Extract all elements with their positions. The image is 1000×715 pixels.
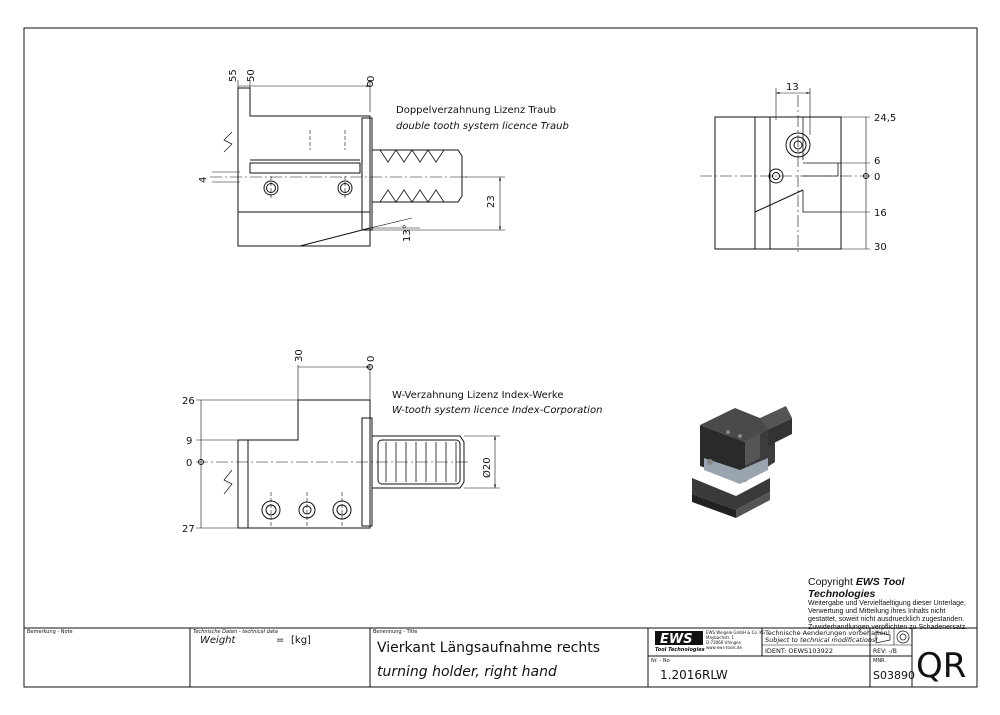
end-dim-16: 16 <box>874 208 887 219</box>
weight-eq: = <box>276 635 284 646</box>
copyright-heading: Copyright EWS Tool Technologies <box>808 576 973 600</box>
side-note-de: W-Verzahnung Lizenz Index-Werke <box>392 390 564 401</box>
top-view <box>210 80 505 247</box>
top-note-de: Doppelverzahnung Lizenz Traub <box>396 105 556 116</box>
remark-label: Bemerkung - Note <box>27 629 73 635</box>
top-dim-23: 23 <box>486 195 497 208</box>
part-number: 1.2016RLW <box>660 668 728 682</box>
top-note-en: double tooth system licence Traub <box>396 121 569 132</box>
logo-text: EWS <box>660 632 693 647</box>
end-view-dimensions: 13 24,5 6 0 16 30 <box>786 82 896 253</box>
address-1: EWS Weigele GmbH & Co. KG <box>706 630 765 635</box>
title-label: Benennung - Title <box>373 629 417 635</box>
side-dim-26: 26 <box>182 396 195 407</box>
top-view-dimensions: 55 50 0 4 23 13° Doppelverzahnung Lizenz… <box>198 69 569 242</box>
copyright-line: Zuwiderhandlungen verpflichten zu Schade… <box>808 624 968 631</box>
qr-code-label: QR <box>916 646 966 686</box>
top-dim-55: 55 <box>228 69 239 82</box>
end-dim-6: 6 <box>874 156 880 167</box>
mnr-number: S03890 <box>873 669 915 682</box>
side-note-en: W-tooth system licence Index-Corporation <box>392 405 602 416</box>
drawing-frame <box>23 27 978 688</box>
title-en: turning holder, right hand <box>377 664 557 680</box>
end-dim-13: 13 <box>786 82 799 93</box>
side-dim-30: 30 <box>294 349 305 362</box>
mnr-label: MNR. <box>873 658 886 664</box>
side-view <box>196 364 500 529</box>
title-block <box>24 627 977 687</box>
ews-logo <box>655 631 703 645</box>
copyright-prefix: Copyright <box>808 576 853 588</box>
end-view <box>700 88 870 255</box>
address-2: Maybachstr. 1 <box>706 635 734 640</box>
address-3: D-73066 Uhingen <box>706 640 742 645</box>
rev: REV: -/B <box>873 648 897 655</box>
side-dim-diameter: Ø20 <box>481 457 493 478</box>
copyright-line: Verwertung und Mitteilung ihres Inhalts … <box>808 608 946 615</box>
isometric-product-image <box>692 406 792 518</box>
side-dim-9: 9 <box>186 436 192 447</box>
title-de: Vierkant Längsaufnahme rechts <box>377 640 600 656</box>
top-dim-4: 4 <box>198 177 209 183</box>
side-dim-0: 0 <box>366 356 377 362</box>
logo-sub: Tool Technologies <box>655 647 705 653</box>
copyright-line: gestattet, soweit nicht ausdruecklich zu… <box>808 616 965 623</box>
copyright-notice: Copyright EWS Tool Technologies Weiterga… <box>808 576 973 632</box>
top-dim-0: 0 <box>366 76 377 82</box>
change-en: Subject to technical modifications! <box>765 636 878 644</box>
weight-label: Weight <box>200 635 237 646</box>
address-4: www.ews-tools.de <box>706 645 742 650</box>
side-dim-0-left: 0 <box>186 458 192 469</box>
change-de: Technische Aenderungen vorbehalten! <box>764 629 890 637</box>
copyright-line: Weitergabe und Vervielfaeltigung dieser … <box>808 600 966 607</box>
top-angle-13: 13° <box>402 224 413 242</box>
side-dim-27: 27 <box>182 524 195 535</box>
top-dim-50: 50 <box>246 69 257 82</box>
ident: IDENT: OEWS103922 <box>765 647 833 655</box>
title-block-text: Bemerkung - Note Technische Daten - tech… <box>27 629 966 686</box>
number-label: Nr. - No <box>651 658 670 664</box>
end-dim-24-5: 24,5 <box>874 113 896 124</box>
end-dim-0: 0 <box>874 172 880 183</box>
end-dim-30: 30 <box>874 242 887 253</box>
copyright-brand: EWS Tool Technologies <box>808 576 905 600</box>
side-view-dimensions: 30 0 26 9 0 27 Ø20 W-Verzahnung Lizenz I… <box>182 349 602 535</box>
weight-unit: [kg] <box>291 635 311 646</box>
tech-data-label: Technische Daten - technical data <box>193 629 278 635</box>
